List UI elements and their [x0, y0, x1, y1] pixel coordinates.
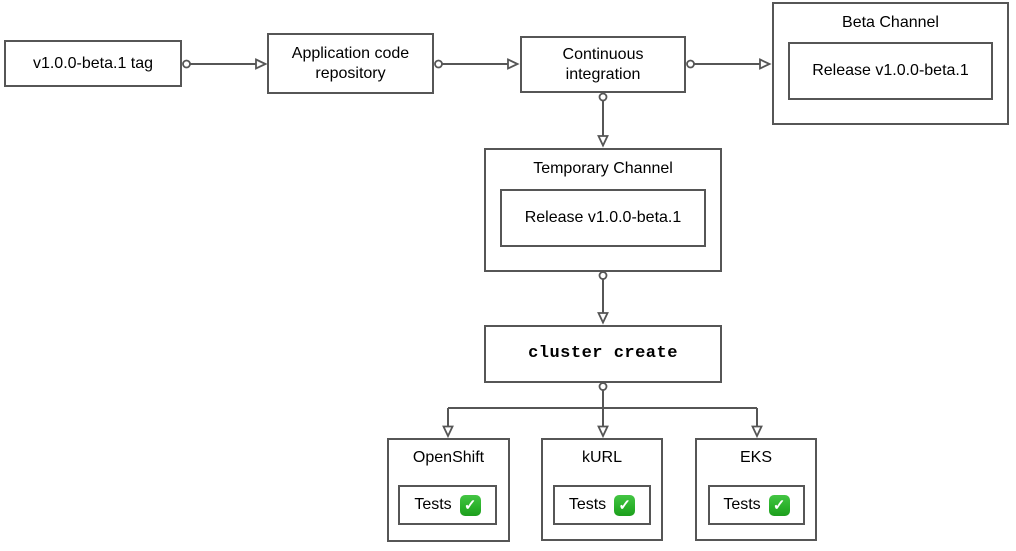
connector-tag-to-repo	[182, 58, 268, 70]
kurl-tests-label: Tests	[568, 496, 607, 513]
node-kurl: kURL Tests ✓	[541, 438, 663, 541]
eks-title: EKS	[739, 449, 772, 466]
node-cluster-create-label: cluster create	[528, 344, 678, 363]
eks-tests-box: Tests ✓	[708, 485, 805, 525]
connector-cluster-create-to-clusters	[442, 382, 763, 439]
node-app-code-repository: Application code repository	[267, 33, 434, 94]
connector-temp-channel-to-cluster-create	[597, 271, 609, 325]
connector-ci-to-beta-channel	[686, 58, 772, 70]
node-eks: EKS Tests ✓	[695, 438, 817, 541]
temporary-channel-title: Temporary Channel	[533, 160, 673, 177]
node-openshift: OpenShift Tests ✓	[387, 438, 510, 542]
openshift-tests-label: Tests	[414, 496, 452, 513]
kurl-tests-box: Tests ✓	[553, 485, 651, 525]
check-mark-button-icon: ✓	[768, 494, 790, 516]
beta-channel-title: Beta Channel	[842, 14, 939, 31]
node-continuous-integration: Continuous integration	[520, 36, 686, 93]
connector-repo-to-ci	[434, 58, 520, 70]
openshift-tests-box: Tests ✓	[398, 485, 497, 525]
temporary-channel-release-box: Release v1.0.0-beta.1	[500, 189, 706, 247]
node-cluster-create: cluster create	[484, 325, 722, 383]
connector-ci-to-temp-channel	[597, 92, 609, 148]
node-beta-channel: Beta Channel Release v1.0.0-beta.1	[772, 2, 1009, 125]
node-continuous-integration-label: Continuous integration	[562, 45, 644, 83]
kurl-title: kURL	[581, 449, 622, 466]
beta-channel-release-label: Release v1.0.0-beta.1	[812, 62, 969, 79]
temporary-channel-release-label: Release v1.0.0-beta.1	[524, 209, 682, 226]
openshift-title: OpenShift	[412, 449, 485, 466]
node-version-tag: v1.0.0-beta.1 tag	[4, 40, 182, 87]
check-mark-button-icon: ✓	[614, 494, 636, 516]
check-mark-button-icon: ✓	[459, 494, 481, 516]
node-version-tag-label: v1.0.0-beta.1 tag	[32, 54, 154, 72]
eks-tests-label: Tests	[723, 496, 761, 513]
node-app-code-repository-label: Application code repository	[291, 44, 410, 82]
node-temporary-channel: Temporary Channel Release v1.0.0-beta.1	[484, 148, 722, 272]
beta-channel-release-box: Release v1.0.0-beta.1	[788, 42, 993, 100]
